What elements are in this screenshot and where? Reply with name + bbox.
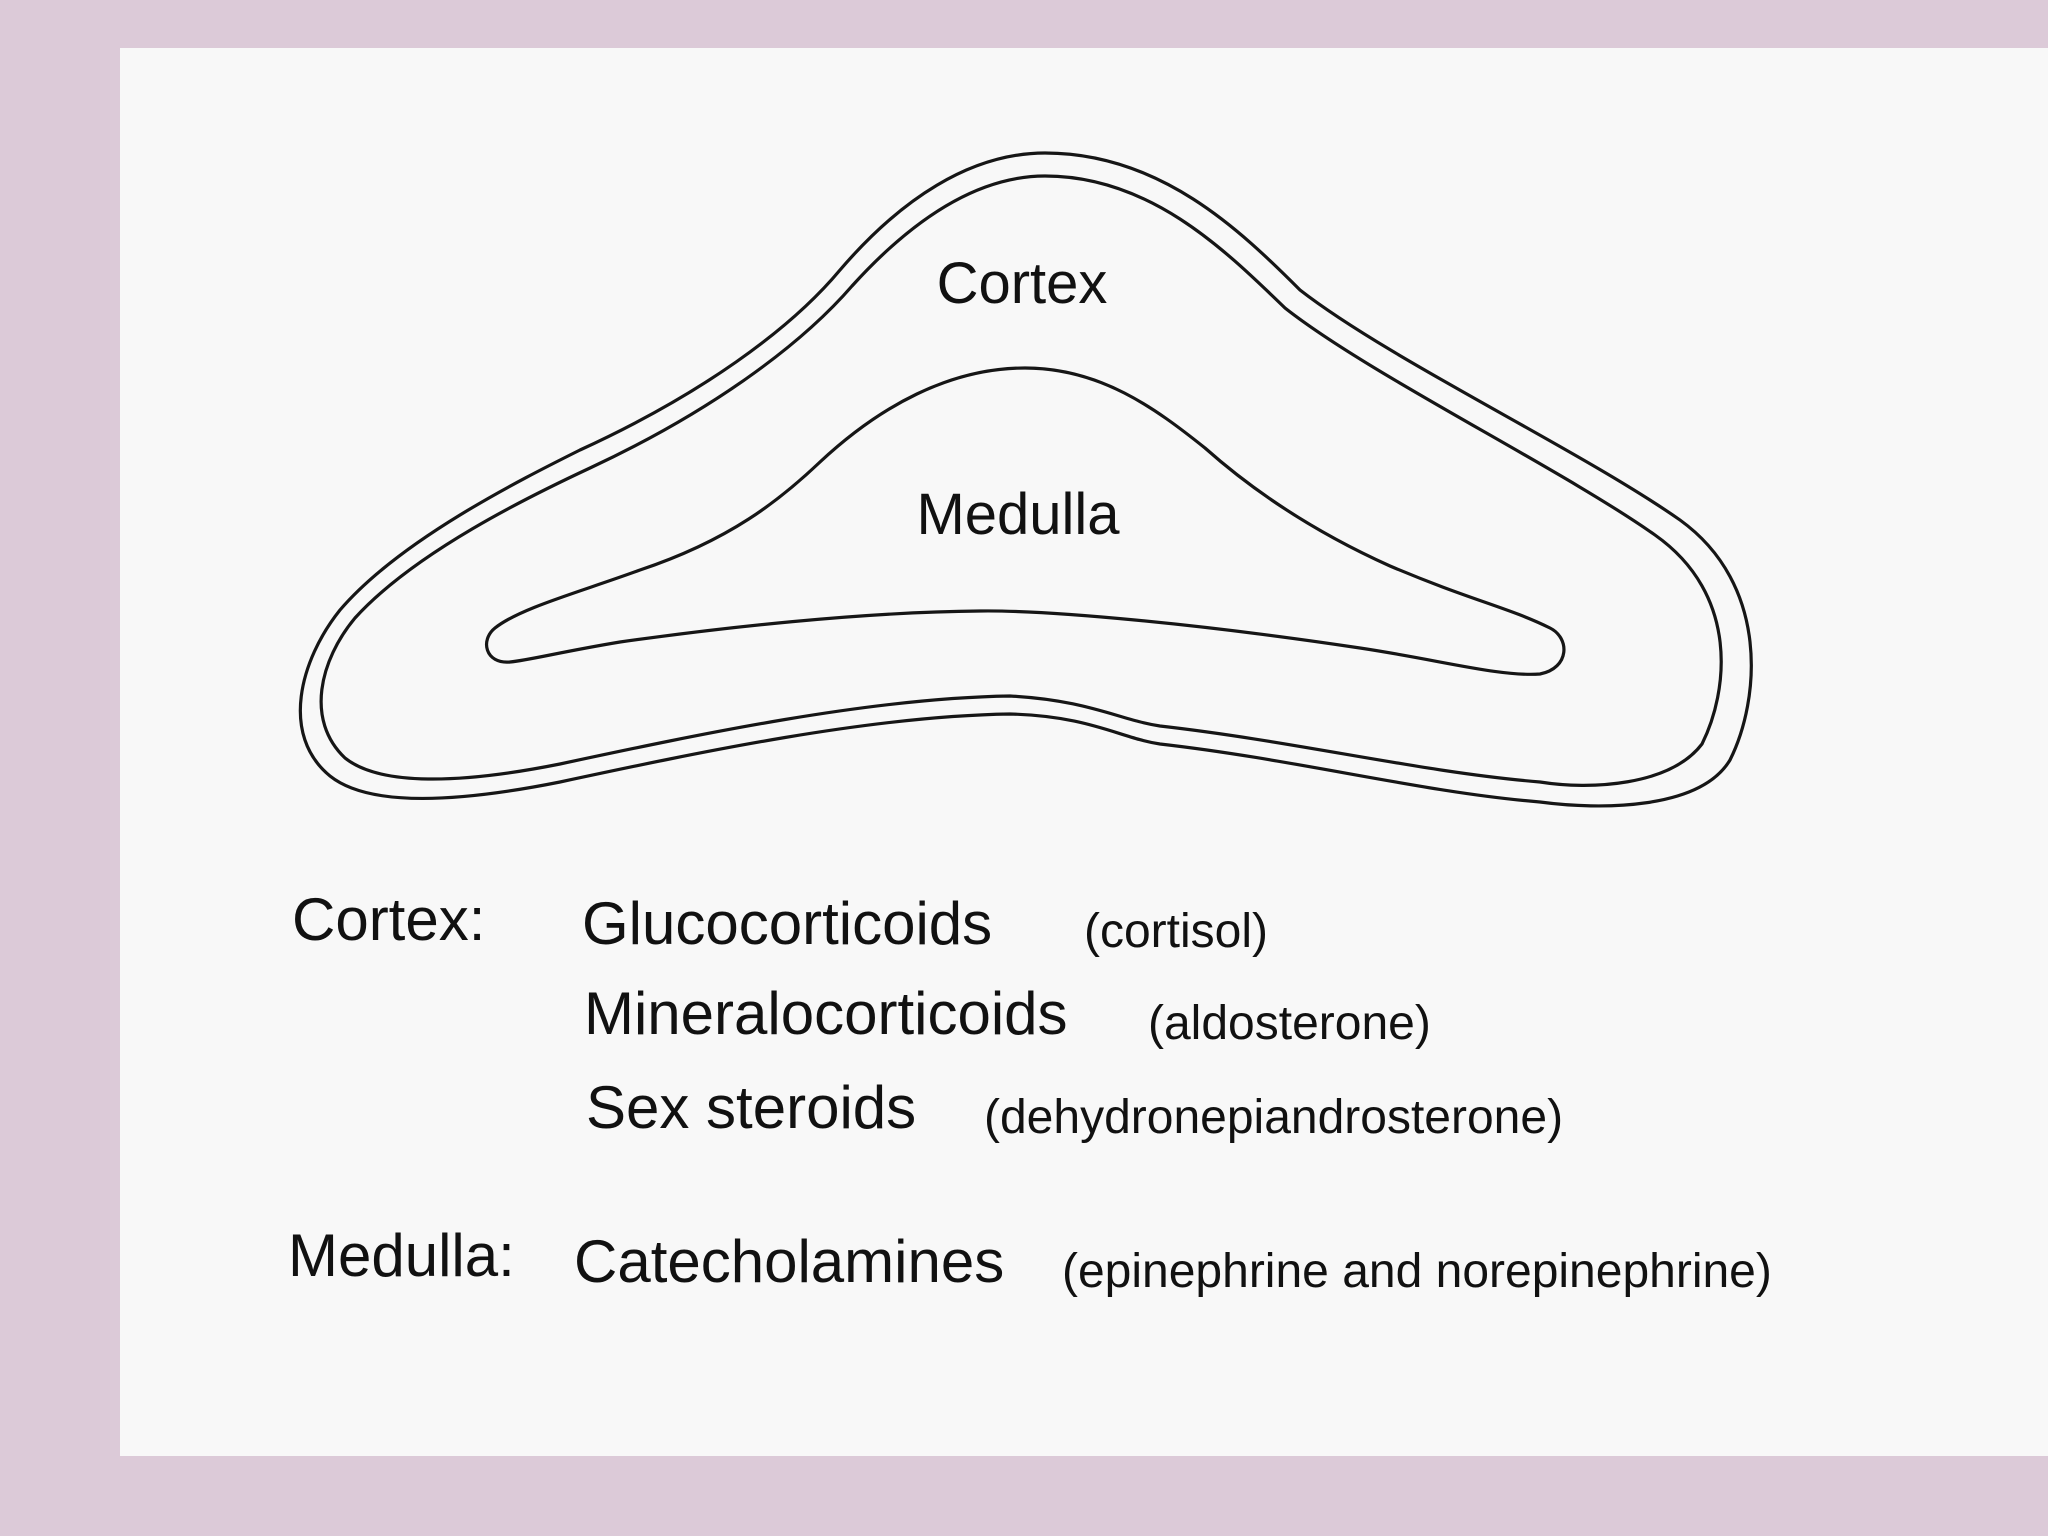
mineralocorticoids-label: Mineralocorticoids (584, 984, 1068, 1044)
medulla-label: Medulla (916, 482, 1120, 547)
cortisol-example: (cortisol) (1084, 908, 1268, 956)
glucocorticoids-label: Glucocorticoids (582, 894, 992, 954)
aldosterone-example: (aldosterone) (1148, 1000, 1431, 1048)
cortex-label: Cortex (937, 251, 1108, 316)
catecholamines-label: Catecholamines (574, 1232, 1004, 1292)
dehydronepiandrosterone-example: (dehydronepiandrosterone) (984, 1094, 1563, 1142)
medulla-legend-heading: Medulla: (288, 1226, 515, 1286)
catecholamines-example: (epinephrine and norepinephrine) (1062, 1248, 1772, 1296)
sex-steroids-label: Sex steroids (586, 1078, 916, 1138)
cortex-legend-heading: Cortex: (292, 890, 485, 950)
